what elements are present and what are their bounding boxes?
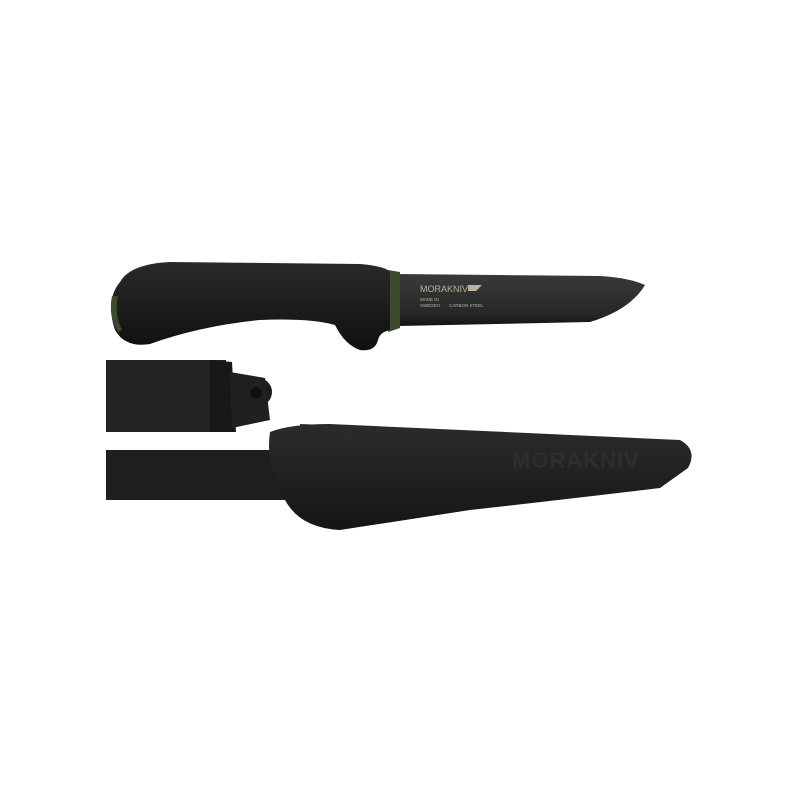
sheath: MORAKNIV [269,424,692,530]
knife-handle [111,262,390,351]
knife-blade [398,274,645,326]
blade-origin-2: SWEDEN [420,303,440,308]
sheath-body [269,424,692,530]
belt-clip [106,360,272,432]
blade-steel: CARBON STEEL [449,303,484,308]
handle-accent [110,296,122,332]
belt-clip-body [106,360,226,432]
knife: MORAKNIV MADE IN SWEDEN CARBON STEEL [110,262,645,351]
sheath-strap [106,450,296,500]
blade-logo-mark [468,285,482,291]
blade-origin-1: MADE IN [420,297,439,302]
sheath-logo: MORAKNIV [512,448,640,473]
blade-logo: MORAKNIV [420,284,468,294]
knife-bolster [388,270,400,332]
